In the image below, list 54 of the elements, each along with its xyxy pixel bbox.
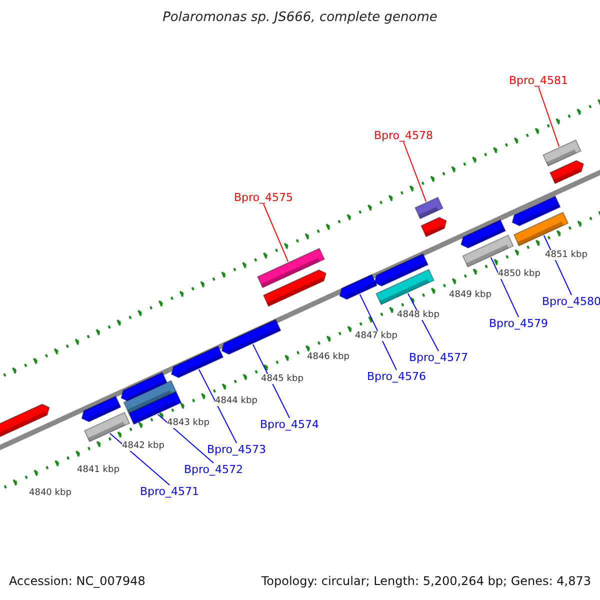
scale-label: 4847 kbp (355, 331, 398, 341)
gene-feature (123, 380, 177, 414)
gene-label: Bpro_4578 (374, 129, 434, 142)
gene-label: Bpro_4581 (509, 74, 568, 87)
scale-label: 4843 kbp (167, 418, 210, 428)
gene-label: Bpro_4573 (207, 443, 266, 456)
scale-label: 4849 kbp (449, 290, 492, 300)
title: Polaromonas sp. JS666, complete genome (162, 10, 438, 25)
leader-line (198, 368, 238, 444)
gene-feature (462, 234, 514, 268)
gene-label: Bpro_4579 (489, 317, 548, 330)
gene-feature (84, 412, 130, 442)
leader-line (490, 256, 520, 318)
leader-line (263, 204, 289, 262)
accession-note: Accession: NC_007948 (9, 574, 146, 588)
gene-feature (0, 404, 50, 439)
leader-line (252, 344, 290, 418)
scale-label: 4845 kbp (261, 374, 304, 384)
leader-line (157, 414, 214, 464)
gene-label: Bpro_4577 (409, 351, 468, 364)
leader-line (403, 142, 427, 202)
gene-feature (339, 274, 378, 300)
gene-feature (262, 269, 327, 307)
gene-feature (221, 318, 282, 355)
gene-label: Bpro_4576 (367, 370, 426, 383)
scale-label: 4846 kbp (307, 352, 350, 362)
gene-feature (542, 139, 582, 167)
leader-line (359, 294, 398, 370)
leader-line (538, 86, 560, 148)
scale-label: 4840 kbp (29, 488, 72, 498)
scale-label: 4848 kbp (397, 310, 440, 320)
scale-label: 4844 kbp (215, 396, 258, 406)
gene-feature (513, 212, 569, 246)
scale-label: 4841 kbp (77, 465, 120, 475)
gene-label: Bpro_4571 (140, 485, 200, 498)
gene-feature (420, 216, 447, 238)
gene-feature (549, 160, 584, 184)
scale-label: 4851 kbp (545, 250, 588, 260)
gene-label: Bpro_4580 (542, 295, 600, 308)
gene-label: Bpro_4574 (260, 418, 320, 431)
gene-label: Bpro_4572 (184, 463, 244, 476)
gene-feature (81, 396, 122, 422)
gene-feature (512, 195, 561, 226)
genome-summary: Topology: circular; Length: 5,200,264 bp; Genes: 4,873 (261, 574, 591, 588)
scale-label: 4842 kbp (122, 441, 164, 451)
leader-line (109, 432, 170, 486)
gene-feature (170, 346, 224, 378)
gene-feature (256, 248, 326, 288)
gene-feature (375, 268, 435, 306)
gene-feature (374, 253, 429, 287)
gene-feature (414, 196, 444, 220)
scale-label: 4850 kbp (498, 269, 540, 279)
gene-label: Bpro_4575 (234, 191, 294, 204)
gene-feature (460, 219, 506, 248)
